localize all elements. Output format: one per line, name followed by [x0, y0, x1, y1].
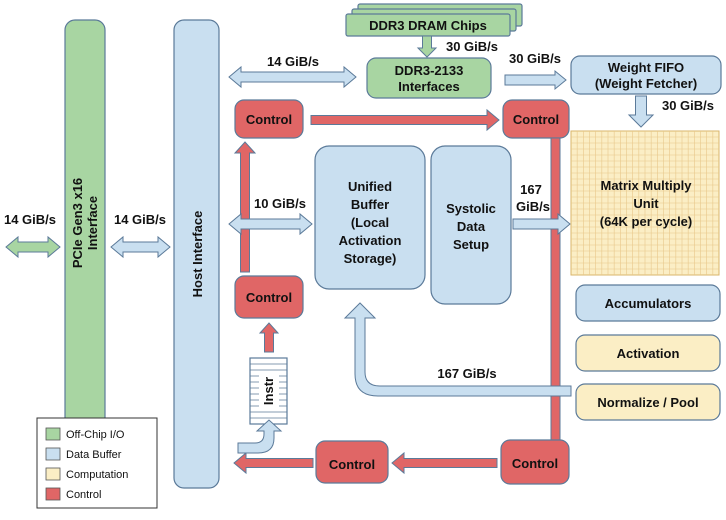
legend-swatch-2 [45, 467, 61, 481]
control-top-left-label: Control [246, 112, 292, 127]
return-to-ub-arrow [343, 302, 572, 397]
unified-buffer-label-line-1: Buffer [351, 197, 389, 212]
control-top-arrow [310, 108, 500, 132]
control-bottom-right-label: Control [512, 456, 558, 471]
unified-buffer-label-line-2: (Local [351, 215, 389, 230]
control-bottom-mid [315, 440, 389, 484]
instr-to-control-arrow [258, 322, 280, 353]
bw-pcie-ext: 14 GiB/s [4, 212, 56, 227]
ddr3-chips-label: DDR3 DRAM Chips [369, 18, 487, 33]
bw-host-ub: 10 GiB/s [254, 196, 306, 211]
legend-label-0: Off-Chip I/O [66, 429, 125, 441]
control-left-up-arrow [233, 141, 257, 273]
chips-to-ddr-arrow [416, 35, 438, 58]
bw-ddr-fifo: 30 GiB/s [509, 51, 561, 66]
host-ddr-arrow [228, 65, 357, 89]
normalize-pool-block [575, 383, 721, 421]
bw-pcie-host: 14 GiB/s [114, 212, 166, 227]
legend-swatch-3 [45, 487, 61, 501]
mmu-label-line-1: Unit [633, 196, 659, 211]
ddr3-interfaces-block [366, 57, 492, 99]
activation-label: Activation [617, 346, 680, 361]
bw-host-ddr: 14 GiB/s [267, 54, 319, 69]
legend-label-1: Data Buffer [66, 449, 122, 461]
bw-return-ub: 167 GiB/s [437, 366, 496, 381]
accumulators-label: Accumulators [605, 296, 692, 311]
control-top-right-label: Control [513, 112, 559, 127]
systolic-to-mmu-arrow [512, 212, 571, 236]
pcie-host-arrow [110, 235, 171, 259]
control-mid-left [234, 275, 304, 319]
unified-buffer-label-line-3: Activation [339, 233, 402, 248]
unified-buffer-label-line-4: Storage) [344, 251, 397, 266]
normalize-pool-label: Normalize / Pool [597, 395, 698, 410]
weight-fifo-block [570, 55, 722, 95]
bw-systolic-mmu-0: 167 [520, 182, 542, 197]
legend-label-2: Computation [66, 469, 128, 481]
external-pcie-arrow [5, 235, 61, 259]
unified-buffer-label-line-0: Unified [348, 179, 392, 194]
pcie-label-line-0: PCIe Gen3 x16 [70, 178, 85, 268]
fifo-to-mmu-arrow [627, 95, 655, 128]
activation-block [575, 334, 721, 372]
bw-chips-ddr: 30 GiB/s [446, 39, 498, 54]
control-bottom-right [500, 439, 570, 485]
instr-label-bg [259, 372, 279, 410]
systolic-label-line-0: Systolic [446, 201, 496, 216]
bw-systolic-mmu-1: GiB/s [516, 199, 550, 214]
control-bottom-mid-arrow [233, 451, 314, 475]
host-to-instr-arrow [237, 419, 283, 454]
legend-label-3: Control [66, 489, 101, 501]
systolic-label-line-1: Data [457, 219, 486, 234]
pcie-label-line-1: Interface [85, 196, 100, 250]
weight-fifo-label-line-1: (Weight Fetcher) [595, 76, 697, 91]
weight-fifo-label-line-0: Weight FIFO [608, 60, 684, 75]
host-ub-arrow [228, 212, 313, 236]
accumulators-block [575, 284, 721, 322]
ddr-to-fifo-arrow [504, 69, 567, 91]
systolic-label-line-2: Setup [453, 237, 489, 252]
ddr3-interfaces-label-line-1: Interfaces [398, 79, 459, 94]
instr-label: Instr [261, 377, 276, 405]
legend-swatch-1 [45, 447, 61, 461]
host-interface-block [173, 19, 220, 489]
control-bottom-right-arrow [391, 451, 498, 475]
unified-buffer-block [314, 145, 426, 290]
control-mid-left-label: Control [246, 290, 292, 305]
ddr3-interfaces-label-line-0: DDR3-2133 [395, 63, 464, 78]
systolic-data-setup-block [430, 145, 512, 305]
legend-swatch-0 [45, 427, 61, 441]
host-interface-label: Host Interface [190, 211, 205, 298]
bw-fifo-mmu: 30 GiB/s [662, 98, 714, 113]
mmu-label-line-2: (64K per cycle) [600, 214, 693, 229]
control-bottom-mid-label: Control [329, 457, 375, 472]
control-top-right [502, 99, 570, 139]
control-top-left [234, 99, 304, 139]
mmu-label-line-0: Matrix Multiply [600, 178, 692, 193]
